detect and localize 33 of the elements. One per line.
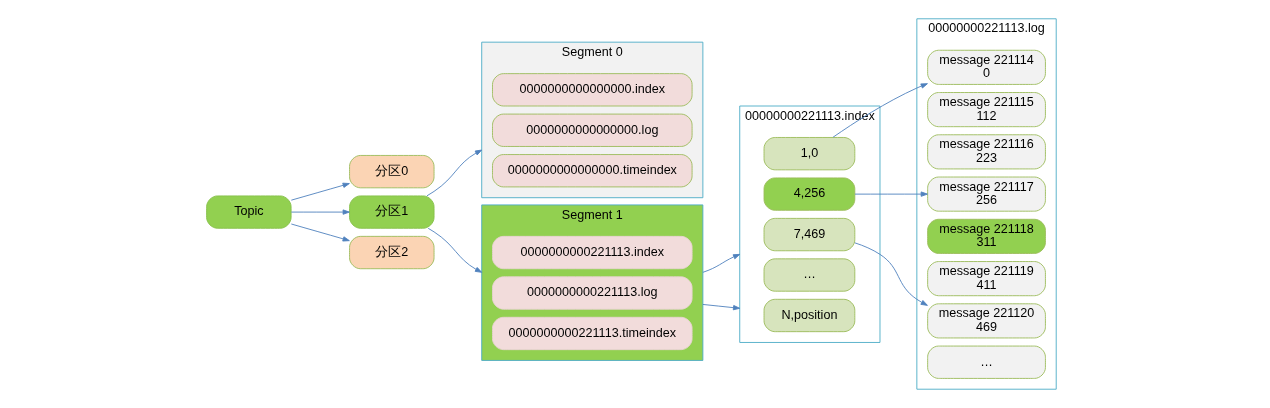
node-box: message 221117 256 bbox=[927, 176, 1046, 212]
arrow bbox=[290, 209, 350, 215]
node-box: message 221118 311 bbox=[927, 218, 1046, 254]
arrow bbox=[426, 149, 483, 197]
node-box: 0000000000000000.index bbox=[492, 73, 693, 107]
node-box: 0000000000000000.timeindex bbox=[492, 154, 693, 188]
node-box: 分区0 bbox=[349, 155, 435, 189]
node-box: 0000000000221113.index bbox=[492, 235, 693, 270]
node-box: 4,256 bbox=[763, 177, 856, 211]
node-box: 0000000000000000.log bbox=[492, 113, 693, 147]
node-box: … bbox=[927, 345, 1046, 379]
arrow bbox=[290, 182, 350, 201]
arrow bbox=[854, 191, 928, 197]
arrow bbox=[702, 253, 741, 273]
arrow bbox=[702, 304, 741, 311]
node-box: 0000000000221113.log bbox=[492, 276, 693, 310]
arrow bbox=[854, 242, 928, 306]
node-box: message 221114 0 bbox=[927, 49, 1046, 85]
node-box: 分区2 bbox=[349, 235, 435, 270]
node-box: 7,469 bbox=[763, 217, 856, 252]
node-box: … bbox=[763, 258, 856, 292]
node-box: message 221119 411 bbox=[927, 261, 1046, 297]
node-box: 0000000000221113.timeindex bbox=[492, 316, 693, 351]
node-box: N,position bbox=[763, 298, 856, 333]
node-box: message 221120 469 bbox=[927, 303, 1046, 339]
node-box: Topic bbox=[206, 195, 292, 229]
arrow bbox=[290, 223, 350, 242]
node-box: 1,0 bbox=[763, 137, 856, 171]
node-box: message 221116 223 bbox=[927, 134, 1046, 170]
arrow bbox=[427, 227, 483, 273]
arrow bbox=[832, 83, 928, 138]
node-box: message 221115 112 bbox=[927, 92, 1046, 128]
node-box: 分区1 bbox=[349, 195, 435, 229]
